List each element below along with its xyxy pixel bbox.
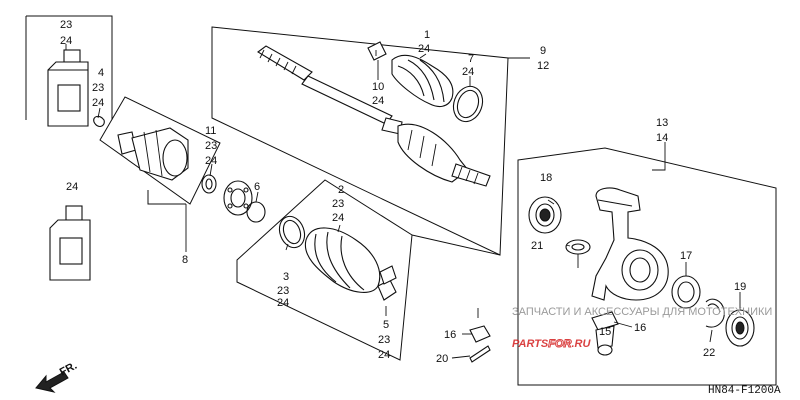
callout-number: 3 [283,271,289,283]
grease-bottle-icon [47,49,89,127]
cv-boot-lower [304,227,381,293]
watermark-caption: ЗАПЧАСТИ И АКСЕССУАРЫ ДЛЯ МОТОТЕХНИКИ [512,306,772,318]
callout-21: 21 [531,240,543,252]
inner-bearing-race [223,180,253,216]
callout-number: 13 [656,117,668,129]
snap-ring [201,174,217,194]
callout-number: 23 [277,285,289,297]
callout-number: 23 [60,19,72,31]
circlip-22 [705,298,725,328]
callout-15: 15 [599,326,611,338]
grease-bottle-icon [49,205,91,281]
callout-11: 11 23 24 [205,125,217,167]
outer-cv-joint [117,127,189,181]
watermark: ЗАПЧАСТИ И АКСЕССУАРЫ ДЛЯ МОТОТЕХНИКИ PA… [512,306,772,351]
callout-number: 23 [205,140,217,152]
callout-number: 23 [378,334,390,346]
castle-nut [469,325,491,343]
callout-22: 22 [703,347,715,359]
cotter-pin [469,345,491,363]
callout-1: 1 24 [418,29,430,55]
frame-boot-group [236,179,501,361]
callout-number: 12 [537,60,549,72]
boot-band-small [367,41,387,61]
cv-boot-upper [391,54,454,108]
callout-number: 1 [424,29,430,41]
callout-number: 16 [444,329,456,341]
frame-left-cv-group [25,15,221,205]
callout-number: 15 [599,326,611,338]
leader-lines [65,44,741,359]
callout-17: 17 [680,250,692,262]
callout-number: 20 [436,353,448,365]
diagram-code: HN84-F1200A [708,385,781,397]
callout-number: 22 [703,347,715,359]
boot-clamp-lower [377,265,397,301]
dust-seal-19 [725,309,755,347]
callout-number: 24 [418,43,430,55]
callout-number: 5 [383,319,389,331]
callout-number: 10 [372,81,384,93]
front-direction-arrow-icon: FR. [35,360,79,393]
callout-number: 11 [205,125,216,137]
wheel-bearing [671,275,701,309]
callout-number: 24 [60,35,72,47]
steering-knuckle [591,187,669,301]
callout-16-b: 16 [613,321,646,334]
callout-number: 23 [92,82,104,94]
callout-number: 23 [332,198,344,210]
callout-number: 14 [656,132,668,144]
ball-joint [591,311,619,356]
callout-6: 6 [254,181,260,193]
callout-9-12: 9 12 [537,45,549,72]
callout-number: 24 [372,95,384,107]
callout-8: 8 [182,204,188,266]
callout-number: 24 [205,155,217,167]
callout-number: 24 [92,97,104,109]
frame-knuckle-group [517,147,777,386]
callout-16-a: 16 [444,329,456,341]
callout-4: 4 23 24 [92,67,104,109]
callout-number: 24 [332,212,344,224]
callout-23-24-top: 23 24 [60,19,72,47]
callout-3: 3 23 24 [277,271,289,309]
callout-number: 24 [66,181,78,193]
callout-24-bottom: 24 [66,181,78,193]
callout-number: 24 [462,66,474,78]
small-clip [93,115,105,128]
direction-label: FR. [58,360,79,379]
callout-number: 21 [531,240,543,252]
snap-ring-21 [565,239,591,268]
callout-10: 10 24 [372,60,384,107]
callout-number: 2 [338,184,344,196]
callout-number: 6 [254,181,260,193]
callout-number: 9 [540,45,546,57]
retaining-ring [246,201,266,223]
callout-7: 7 24 [462,53,474,78]
driveshaft [257,45,491,187]
callout-number: 24 [277,297,289,309]
callout-number: 8 [182,254,188,266]
boot-band-large [452,85,484,123]
boot-band-lower [278,215,306,249]
callout-number: 24 [378,349,390,361]
callout-5: 5 23 24 [378,319,390,361]
callout-18: 18 [540,172,552,184]
callout-number: 4 [98,67,104,79]
frame-driveshaft-group [211,26,509,256]
callout-13-14: 13 14 [656,117,668,144]
watermark-brand: PARTSFOR.RU [512,338,592,350]
callout-20: 20 [436,353,448,365]
callout-2: 2 23 24 [332,184,344,233]
callout-19: 19 [734,281,746,293]
callout-number: 17 [680,250,692,262]
oil-seal [528,196,562,234]
callout-number: 19 [734,281,746,293]
callout-number: 7 [468,53,474,65]
callout-number: 16 [634,322,646,334]
callout-number: 18 [540,172,552,184]
